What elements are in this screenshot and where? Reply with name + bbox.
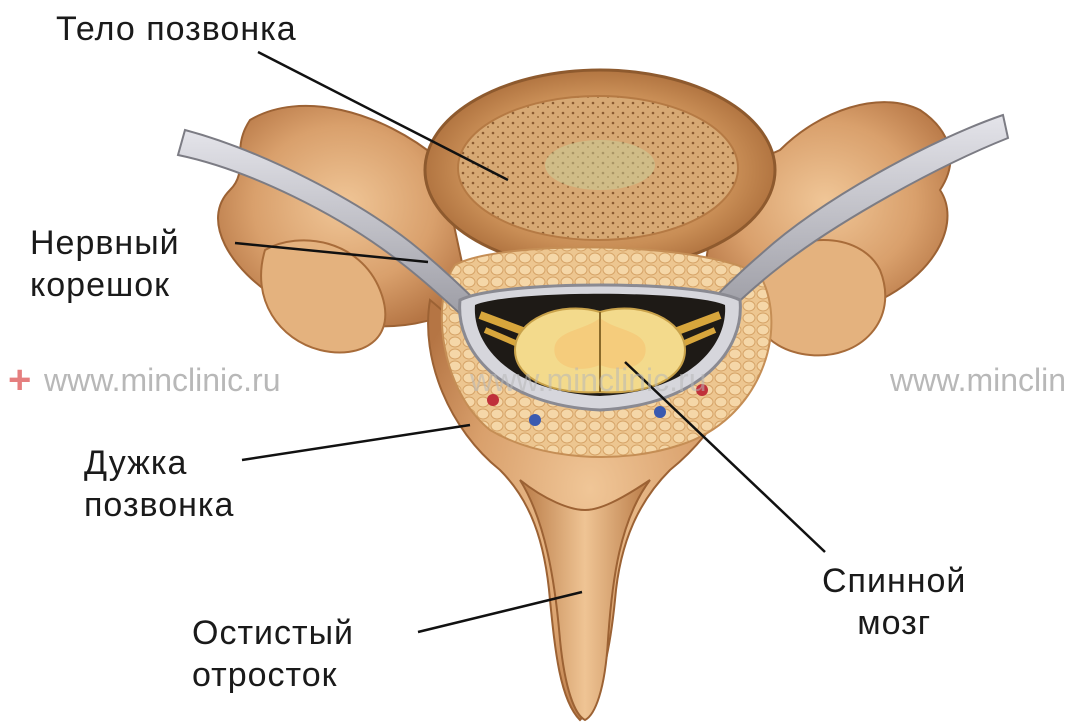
label-spinal-cord: Спинной мозг xyxy=(822,560,966,644)
label-spinous-process: Остистый отросток xyxy=(192,612,354,696)
spinous-process xyxy=(520,480,650,720)
leader-vertebral-arch xyxy=(242,425,470,460)
label-nerve-root-line1: Нервный xyxy=(30,222,180,264)
label-vertebral-arch-line1: Дужка xyxy=(84,442,234,484)
label-vertebral-arch-line2: позвонка xyxy=(84,484,234,526)
label-spinal-cord-line1: Спинной xyxy=(822,560,966,602)
vertebral-body xyxy=(425,70,775,270)
label-spinous-process-line1: Остистый xyxy=(192,612,354,654)
label-nerve-root-line2: корешок xyxy=(30,264,180,306)
label-vertebral-body: Тело позвонка xyxy=(56,8,297,50)
label-spinous-process-line2: отросток xyxy=(192,654,354,696)
label-vertebral-body-text: Тело позвонка xyxy=(56,8,297,50)
watermark-right: www.minclin xyxy=(890,362,1066,399)
label-nerve-root: Нервный корешок xyxy=(30,222,180,306)
watermark-left: www.minclinic.ru xyxy=(44,362,280,399)
label-spinal-cord-line2: мозг xyxy=(822,602,966,644)
label-vertebral-arch: Дужка позвонка xyxy=(84,442,234,526)
watermark-plus-icon: + xyxy=(8,358,31,403)
watermark-center: www.minclinic.ru xyxy=(470,362,706,399)
